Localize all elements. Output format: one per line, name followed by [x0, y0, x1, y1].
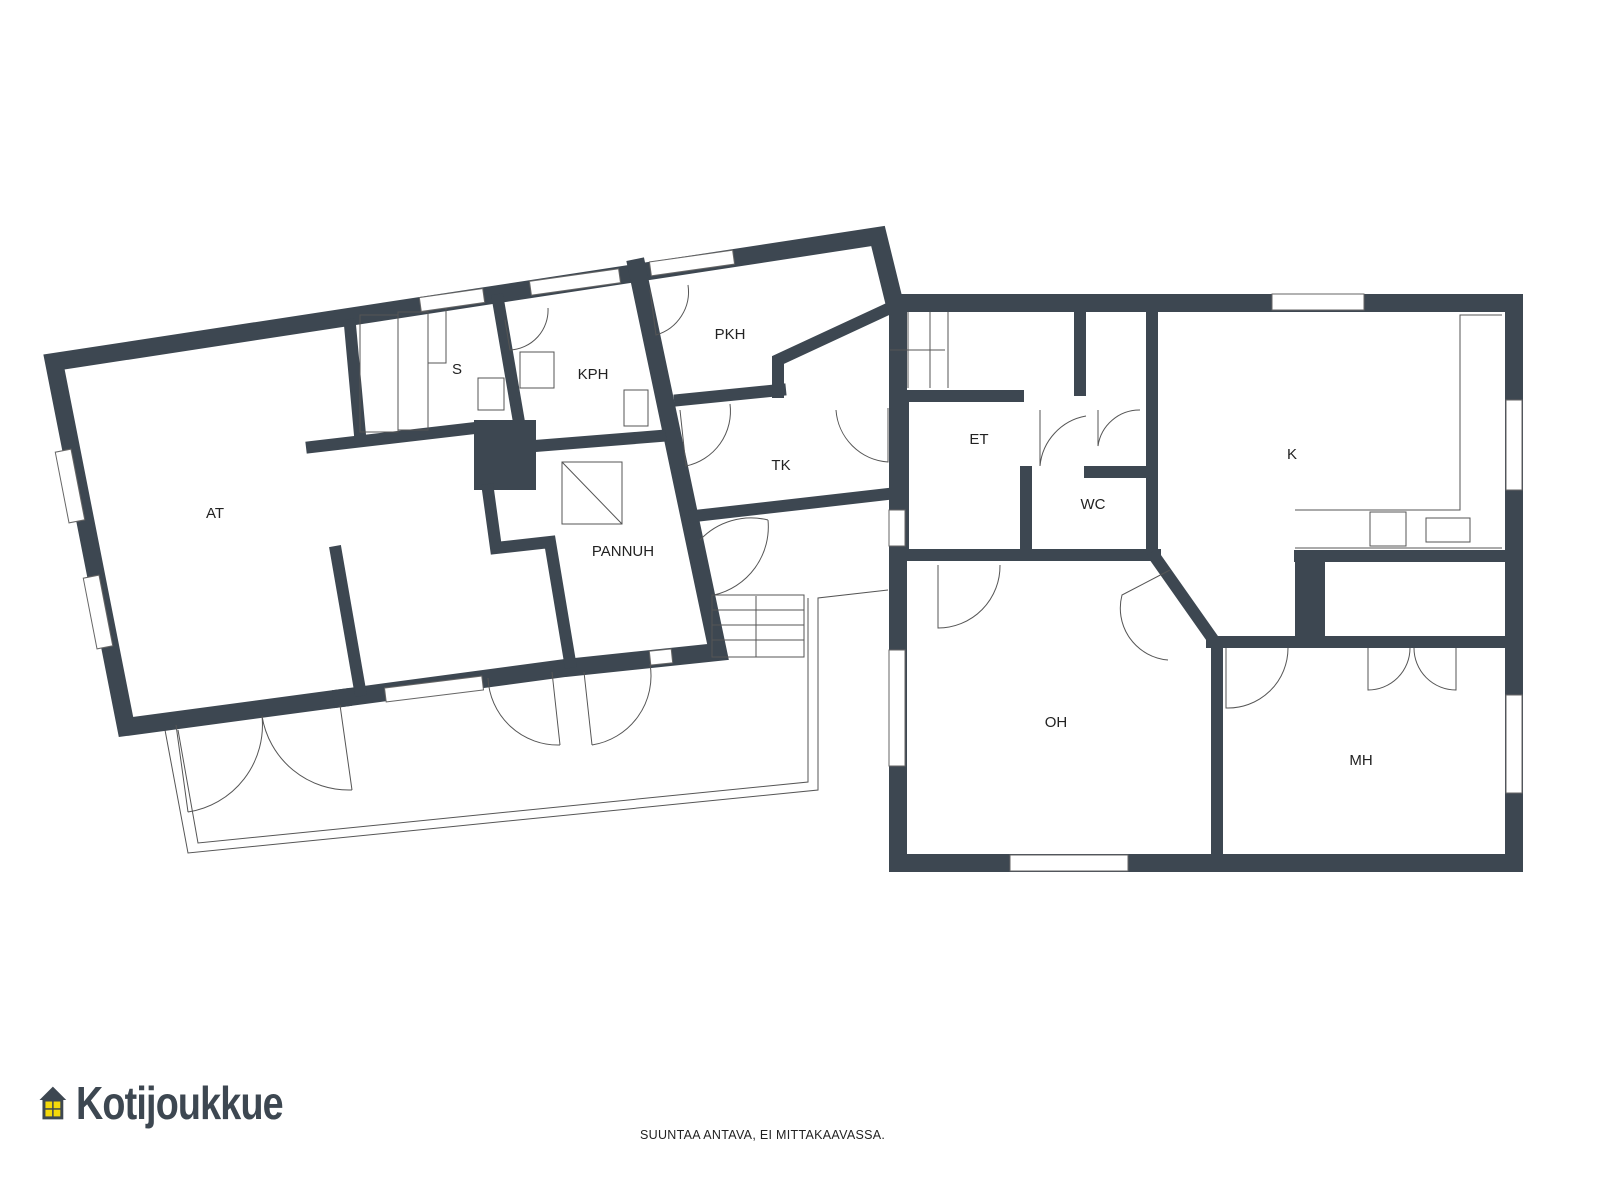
room-label-wc: WC [1081, 496, 1106, 513]
logo-text: Kotijoukkue [75, 1077, 284, 1129]
windows [54, 249, 1523, 872]
room-label-tk: TK [771, 457, 790, 474]
sauna-wall [343, 318, 367, 442]
room-label-pannuh: PANNUH [592, 543, 654, 560]
footer-note: SUUNTAA ANTAVA, EI MITTAKAAVASSA. [640, 1128, 886, 1142]
shower [623, 389, 649, 427]
room-label-mh: MH [1349, 752, 1372, 769]
room-label-kph: KPH [578, 366, 609, 383]
kph-west-wall [491, 293, 527, 435]
room-label-oh: OH [1045, 714, 1068, 731]
pannuh-west-wall [481, 483, 577, 669]
logo: Kotijoukkue [38, 1066, 328, 1140]
room-label-s: S [452, 361, 462, 378]
right-building-interior-walls [894, 306, 1522, 866]
heater [477, 377, 505, 411]
kph-south-wall [528, 429, 667, 453]
doors [175, 284, 1457, 813]
stairs-right [890, 312, 949, 388]
room-label-et: ET [969, 431, 988, 448]
boiler [561, 461, 623, 525]
room-label-at: AT [206, 505, 224, 522]
pkh-south-wall [673, 383, 787, 407]
house-icon [39, 1086, 67, 1120]
tk-south-wall [688, 487, 895, 523]
right-building-outer-wall [889, 294, 1523, 872]
boiler-diagonal [561, 461, 623, 525]
sink [519, 351, 555, 389]
left-wing-outer-wall [43, 225, 904, 738]
at-interior-wall [329, 545, 367, 697]
chimney [474, 420, 536, 490]
sauna-south-wall [305, 421, 482, 454]
sauna-benches [359, 307, 447, 433]
room-label-k: K [1287, 446, 1297, 463]
room-label-pkh: PKH [715, 326, 746, 343]
kitchen-counter [1295, 314, 1502, 549]
entrance-steps [711, 594, 805, 658]
terrace-inner [177, 598, 809, 844]
terrace-outline [164, 589, 889, 854]
pkh-diagonal-wall [772, 300, 898, 398]
